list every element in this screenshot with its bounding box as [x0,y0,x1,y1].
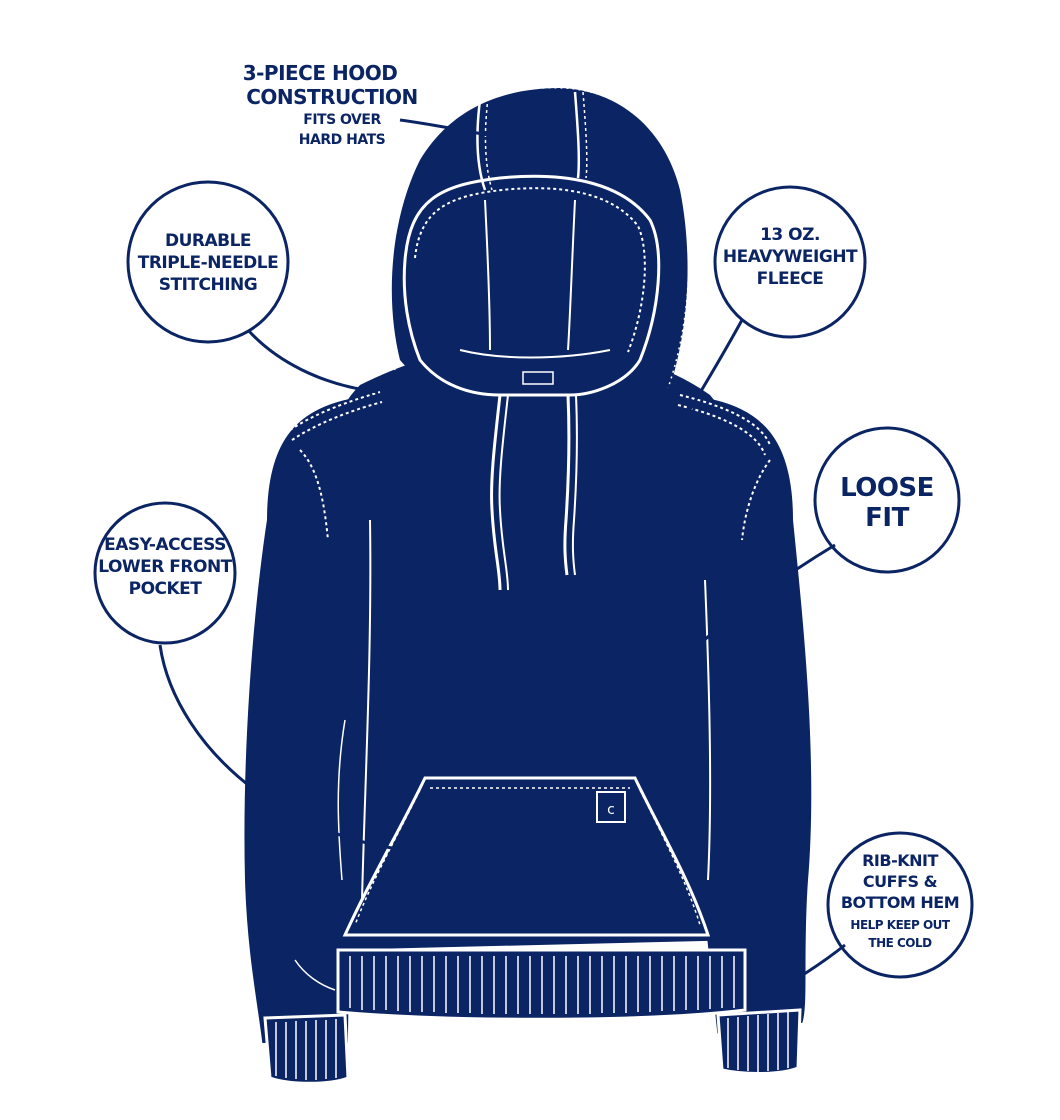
pocket-pointer [158,644,463,854]
stitching-line3: STITCHING [159,275,257,295]
brand-label-icon [522,371,554,385]
stitching-line2: TRIPLE-NEEDLE [138,253,278,273]
callout-texts: 3-PIECE HOOD CONSTRUCTION FITS OVER HARD… [98,61,959,950]
fit-circle [813,426,961,574]
hood-line2: CONSTRUCTION [246,85,418,109]
cuffs-circle [826,831,974,979]
pocket-line1: EASY-ACCESS [104,535,226,555]
fleece-line1: 13 OZ. [760,225,820,245]
left-cuff-ribs [275,1019,337,1080]
hoodie-illustration: c [244,86,812,1085]
hood-line1: 3-PIECE HOOD [243,61,398,85]
pocket-line3: POCKET [129,579,203,599]
fleece-line2: HEAVYWEIGHT [723,247,858,267]
pocket-patch-icon: c [596,791,626,823]
cuffs-line4: HELP KEEP OUT [850,918,950,932]
cuffs-line3: BOTTOM HEM [841,893,959,912]
hood-opening [402,174,661,397]
fit-line2: FIT [865,503,909,533]
stitching-line1: DURABLE [165,231,251,251]
stitching-pointer [246,328,379,394]
cuffs-line2: CUFFS & [863,872,938,891]
fleece-circle [713,185,867,339]
right-drawstring [563,394,571,576]
fit-pointer [650,543,836,692]
pocket-line2: LOWER FRONT [98,557,232,577]
cuffs-line1: RIB-KNIT [862,851,938,870]
fleece-line3: FLEECE [757,269,824,289]
cuffs-line5: THE COLD [868,936,932,950]
hem-ribs [349,956,735,1014]
pocket-circle [93,501,237,645]
left-drawstring [490,394,502,591]
hood-line4: HARD HATS [299,132,386,148]
callout-shapes [93,118,974,1000]
svg-text:c: c [607,802,615,818]
cuffs-pointer [769,943,846,997]
hood-line3: FITS OVER [303,112,381,128]
hood-pointer [399,118,489,137]
fit-line1: LOOSE [840,473,934,503]
right-cuff-ribs [727,1012,789,1072]
fleece-pointer [658,319,744,459]
stitching-circle [126,180,290,344]
